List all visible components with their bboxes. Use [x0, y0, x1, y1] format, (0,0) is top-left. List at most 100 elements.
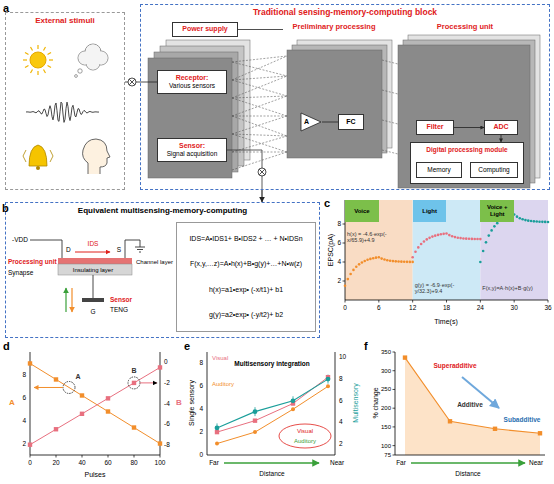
data-point: [521, 218, 524, 221]
axis-tick: [393, 408, 396, 409]
axis-tick: [412, 300, 413, 303]
signal-line: [232, 80, 287, 96]
data-point: [394, 260, 397, 263]
data-point: [54, 427, 58, 431]
figure-label: Distance: [455, 470, 480, 477]
sun-ray: [25, 53, 28, 55]
sun-ray: [37, 71, 38, 75]
data-point: [358, 263, 361, 266]
axis-tick: [393, 352, 396, 353]
data-point: [344, 284, 347, 287]
stimuli-panel: External stimuli: [5, 12, 125, 190]
axis-tick-label: 6: [199, 383, 203, 390]
amplifier-outline: [301, 113, 321, 131]
figure-label: Time(s): [434, 318, 457, 326]
panel-letter: e: [184, 340, 190, 353]
drain-wire: [30, 240, 62, 258]
node-text: Voice + Light: [482, 204, 512, 218]
figure-label: Distance: [259, 470, 284, 477]
power-box: Power supply: [172, 22, 238, 37]
axis-tick-label: 30: [511, 304, 518, 311]
node-text: External stimuli: [35, 16, 95, 25]
data-line: [217, 386, 328, 443]
data-point: [158, 441, 162, 445]
data-point: [459, 237, 462, 240]
stimulus-window: [480, 200, 548, 300]
data-point: [80, 393, 84, 397]
ground-symbol: [137, 249, 143, 250]
data-point: [533, 220, 536, 223]
axis-tick-label: 150: [381, 423, 391, 430]
multiplier-ring: [258, 168, 266, 176]
node-text: ADC: [493, 123, 508, 131]
axis-tick-label: -4: [164, 400, 170, 407]
area-fill: [405, 358, 540, 455]
data-point: [389, 259, 392, 262]
panel-letter: b: [2, 202, 9, 215]
data-point: [544, 221, 547, 224]
figure-label: A: [9, 398, 15, 407]
axis-tick-label: 4: [339, 419, 343, 426]
axis-tick-label: -2: [164, 379, 170, 386]
gate-electrode: [82, 298, 104, 302]
panel-letter: d: [3, 340, 10, 353]
axis-tick: [393, 445, 396, 446]
bell-clapper: [36, 166, 40, 170]
signal-line: [232, 76, 287, 98]
figure-label: g(y) = -6.9·exp(-y/32.3)+9.4: [415, 282, 477, 295]
figure-label: D: [66, 246, 71, 253]
current-arrow: [75, 252, 110, 253]
axis-tick-label: -6: [164, 420, 170, 427]
signal-line: [232, 134, 287, 136]
data-point: [132, 381, 136, 385]
figure-label: A: [75, 373, 80, 381]
sound-arc: [23, 150, 26, 162]
figure-label: Near: [330, 459, 344, 466]
data-point: [386, 259, 389, 262]
node-text: Voice: [354, 208, 370, 215]
signal-line: [232, 96, 287, 98]
data-point: [493, 427, 497, 431]
callout-circle: [63, 381, 75, 393]
axis-tick-label: 8: [339, 375, 343, 382]
connector: [501, 135, 502, 142]
figure-label: h(x) = -4.6·exp(-x/65.9)+4.9: [347, 231, 409, 244]
series-a: [28, 361, 162, 446]
data-point: [158, 365, 162, 369]
signal-arrow: [65, 288, 66, 312]
figure-label: B: [131, 367, 136, 375]
axis-tick: [345, 300, 346, 303]
axis-tick: [160, 455, 161, 458]
data-point: [28, 361, 32, 365]
sound-wave: [26, 102, 99, 122]
data-point: [479, 238, 482, 241]
multiplier-symbol: [258, 168, 266, 176]
data-point: [420, 243, 423, 246]
axis-tick: [343, 281, 346, 282]
data-point: [476, 238, 479, 241]
data-point: [530, 220, 533, 223]
fc-box: FC: [338, 114, 364, 130]
panel-letter: a: [3, 2, 9, 15]
axis-tick-label: 250: [381, 386, 391, 393]
data-point: [54, 377, 58, 381]
data-line: [30, 367, 160, 444]
data-point: [352, 269, 355, 272]
sound-arc: [50, 150, 53, 162]
epsc-trace: [411, 232, 481, 258]
data-point: [473, 238, 476, 241]
processor-stack: Processing unitFilterADCDigital processi…: [395, 20, 535, 190]
multiplier-cross: [259, 169, 265, 175]
data-point: [451, 235, 454, 238]
multiplier-symbol: [128, 78, 136, 86]
data-point: [28, 443, 32, 447]
insulating-layer: [58, 264, 132, 275]
node-text: Memory: [427, 166, 450, 173]
amplifier-triangle: A: [300, 112, 322, 132]
callout-circle: [128, 377, 140, 389]
data-point: [80, 412, 84, 416]
axis-tick-label: 6: [22, 394, 26, 401]
sun: [30, 52, 46, 68]
data-line: [30, 363, 160, 443]
data-point: [349, 273, 352, 276]
